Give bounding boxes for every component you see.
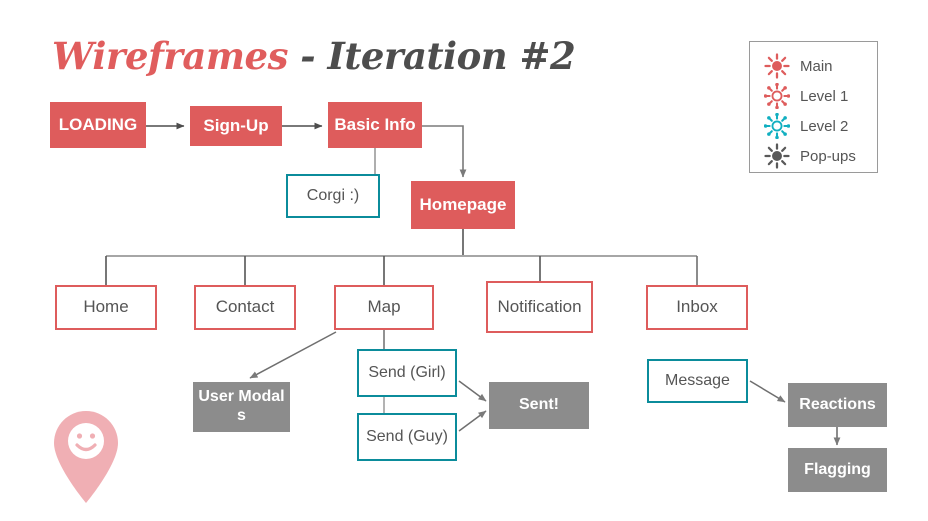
node-label: Sign-Up bbox=[203, 115, 269, 135]
edge-message-reactions bbox=[749, 380, 786, 403]
node-label: Message bbox=[665, 371, 730, 389]
legend-label-level2: Level 2 bbox=[800, 117, 849, 135]
pin-eye-left bbox=[76, 433, 83, 439]
legend-item-popups: Pop-ups bbox=[750, 141, 877, 171]
node-corgi[interactable]: Corgi :) bbox=[286, 174, 380, 218]
node-map[interactable]: Map bbox=[334, 285, 434, 330]
title-main: Wireframes bbox=[52, 34, 288, 78]
node-label: Home bbox=[83, 297, 129, 317]
node-label: Send (Guy) bbox=[366, 427, 448, 445]
node-send-girl[interactable]: Send (Girl) bbox=[357, 349, 457, 397]
node-label: Inbox bbox=[676, 297, 718, 317]
node-signup[interactable]: Sign-Up bbox=[190, 106, 282, 146]
node-homepage[interactable]: Homepage bbox=[411, 181, 515, 229]
sun-outline-teal-icon bbox=[764, 113, 790, 139]
node-label: Contact bbox=[215, 297, 275, 317]
pin-face bbox=[68, 423, 104, 459]
pin-eye-right bbox=[89, 433, 96, 439]
sun-outline-red-icon bbox=[764, 83, 790, 109]
node-send-guy[interactable]: Send (Guy) bbox=[357, 413, 457, 461]
page-title: Wireframes - Iteration #2 bbox=[52, 38, 576, 75]
edge-sendgirl-sent bbox=[458, 380, 487, 402]
edge-basicinfo-homepage bbox=[422, 125, 467, 178]
node-flagging[interactable]: Flagging bbox=[788, 448, 887, 492]
pin-smile bbox=[75, 443, 97, 452]
title-subtitle: Iteration #2 bbox=[327, 34, 576, 78]
node-reactions[interactable]: Reactions bbox=[788, 383, 887, 427]
legend-label-level1: Level 1 bbox=[800, 87, 849, 105]
node-label: Map bbox=[367, 297, 401, 317]
edge-map-usermodals bbox=[249, 331, 337, 379]
sun-filled-gray-icon bbox=[764, 143, 790, 169]
node-label: Homepage bbox=[419, 194, 507, 214]
node-inbox[interactable]: Inbox bbox=[646, 285, 748, 330]
legend-item-level2: Level 2 bbox=[750, 111, 877, 141]
legend-label-main: Main bbox=[800, 57, 833, 75]
node-label: Corgi :) bbox=[306, 186, 360, 204]
node-label: Sent! bbox=[519, 396, 559, 414]
legend-item-main: Main bbox=[750, 51, 877, 81]
legend-panel: Main Level 1 Level 2 Pop-ups bbox=[749, 41, 878, 173]
node-message[interactable]: Message bbox=[647, 359, 748, 403]
map-pin-smiley-icon bbox=[54, 411, 118, 503]
legend-label-popups: Pop-ups bbox=[800, 147, 856, 165]
node-contact[interactable]: Contact bbox=[194, 285, 296, 330]
node-loading[interactable]: LOADING bbox=[50, 102, 146, 148]
node-label: LOADING bbox=[58, 114, 138, 134]
node-notification[interactable]: Notification bbox=[486, 281, 593, 333]
node-user-modals[interactable]: User Modals bbox=[193, 382, 290, 432]
sun-filled-red-icon bbox=[764, 53, 790, 79]
title-separator: - bbox=[287, 34, 328, 78]
node-label: Basic Info bbox=[334, 114, 416, 134]
node-label: Notification bbox=[497, 296, 582, 316]
node-label: Reactions bbox=[799, 395, 876, 413]
node-sent[interactable]: Sent! bbox=[489, 382, 589, 429]
edge-sendguy-sent bbox=[458, 410, 487, 432]
node-label: Send (Girl) bbox=[368, 363, 446, 381]
legend-item-level1: Level 1 bbox=[750, 81, 877, 111]
node-label: Flagging bbox=[804, 460, 871, 478]
node-home[interactable]: Home bbox=[55, 285, 157, 330]
node-basic-info[interactable]: Basic Info bbox=[328, 102, 422, 148]
node-label: User Modals bbox=[198, 388, 285, 424]
